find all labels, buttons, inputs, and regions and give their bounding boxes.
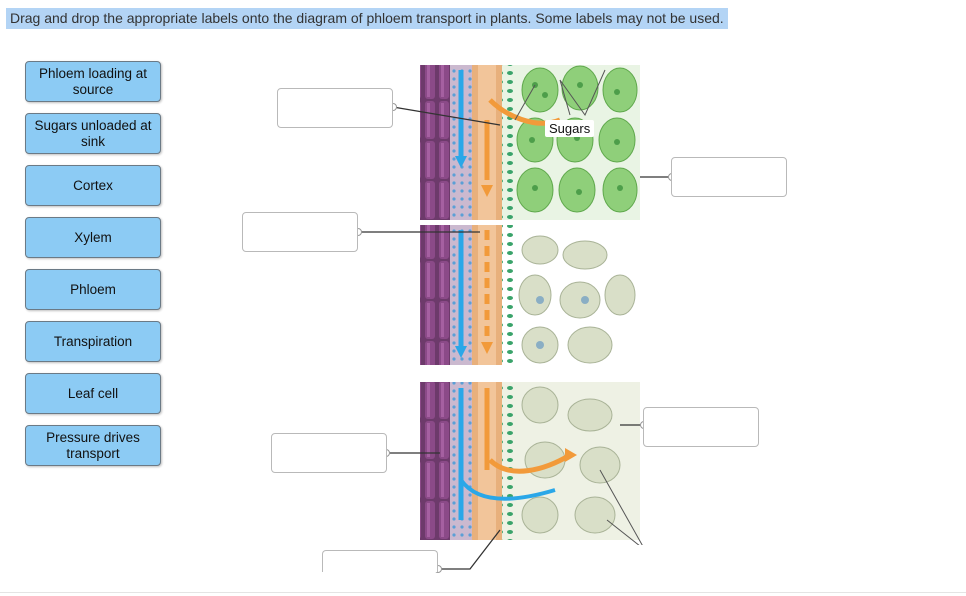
panel-stem (420, 225, 640, 365)
label-tile-phloem[interactable]: Phloem (25, 269, 161, 310)
label-tile-sugars-unloaded[interactable]: Sugars unloaded at sink (25, 113, 161, 154)
drop-target-5[interactable] (671, 157, 787, 197)
label-tile-transpiration[interactable]: Transpiration (25, 321, 161, 362)
sugars-label: Sugars (545, 120, 595, 137)
label-tile-xylem[interactable]: Xylem (25, 217, 161, 258)
drop-target-3[interactable] (271, 433, 387, 473)
drop-target-2[interactable] (242, 212, 358, 252)
drop-target-4[interactable] (322, 550, 438, 572)
label-tile-cortex[interactable]: Cortex (25, 165, 161, 206)
panel-source (420, 65, 640, 220)
instruction-text: Drag and drop the appropriate labels ont… (6, 8, 728, 29)
drop-target-1[interactable] (277, 88, 393, 128)
label-tile-pressure-drives[interactable]: Pressure drives transport (25, 425, 161, 466)
phloem-transport-diagram (420, 65, 643, 545)
drop-target-6[interactable] (643, 407, 759, 447)
panel-sink (420, 382, 643, 545)
label-tile-phloem-loading[interactable]: Phloem loading at source (25, 61, 161, 102)
bottom-divider (0, 592, 966, 593)
label-tile-leaf-cell[interactable]: Leaf cell (25, 373, 161, 414)
